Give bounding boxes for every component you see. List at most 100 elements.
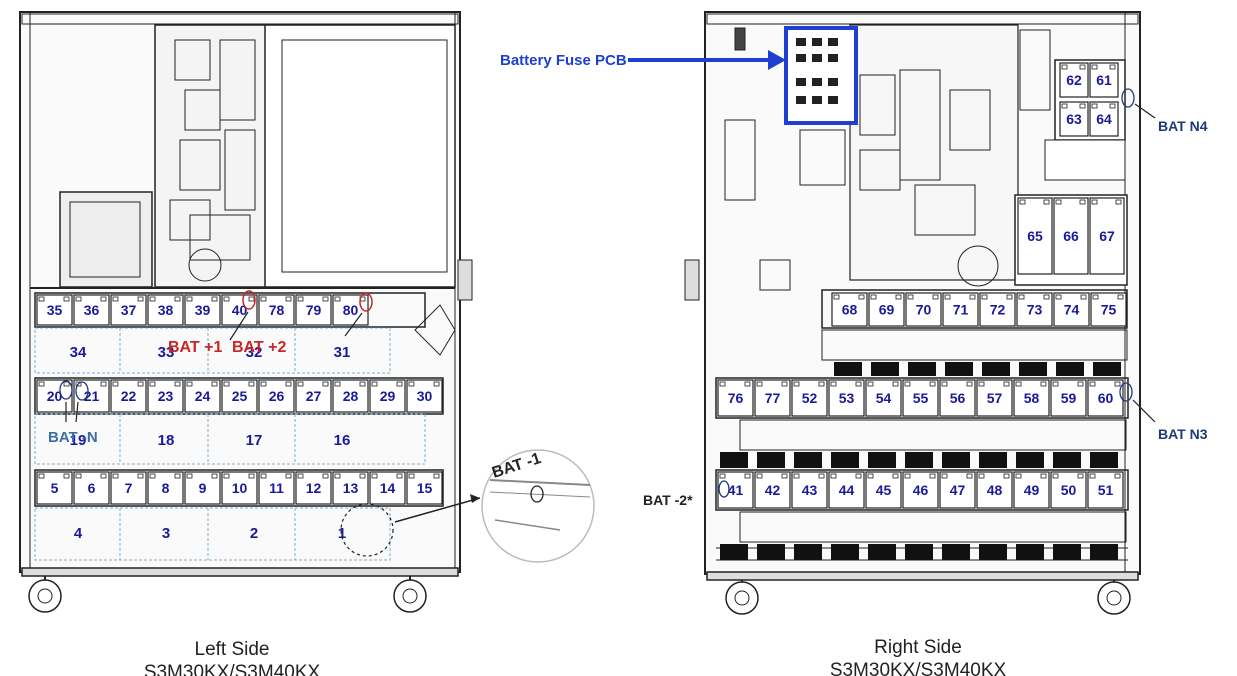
battery-terminal (793, 381, 800, 387)
battery-terminal (744, 381, 751, 387)
battery-terminal (334, 473, 341, 479)
battery-terminal (297, 473, 304, 479)
battery-terminal (112, 381, 119, 387)
battery-terminal (38, 296, 45, 302)
battery-number: 65 (1027, 228, 1043, 244)
battery-terminal (112, 473, 119, 479)
battery-cell (369, 379, 406, 413)
battery-terminal (1077, 473, 1084, 479)
tray-support (908, 362, 936, 376)
bat-n3-marker (1119, 382, 1133, 402)
battery-cell (258, 471, 295, 505)
battery-number: 18 (158, 432, 175, 449)
battery-terminal (969, 294, 976, 300)
battery-cell (1017, 197, 1053, 275)
battery-number: 39 (195, 302, 211, 318)
battery-number: 52 (802, 390, 818, 406)
battery-cell (295, 471, 332, 505)
battery-number: 77 (765, 390, 781, 406)
battery-terminal (719, 381, 726, 387)
tray-support (834, 362, 862, 376)
bat-minus-n-marker-a (59, 380, 73, 400)
tray-support (945, 362, 973, 376)
battery-cell (184, 294, 221, 326)
battery-terminal (932, 294, 939, 300)
battery-terminal (978, 381, 985, 387)
battery-cell (295, 379, 332, 413)
battery-number: 5 (51, 480, 59, 496)
bat-n3-label: BAT N3 (1158, 426, 1208, 442)
tray-support (905, 544, 933, 560)
battery-number: 68 (842, 302, 858, 318)
battery-number: 74 (1064, 302, 1080, 318)
battery-terminal (322, 473, 329, 479)
battery-terminal (907, 294, 914, 300)
battery-terminal (1040, 381, 1047, 387)
bat-plus-1-leader (229, 311, 249, 341)
battery-number: 66 (1063, 228, 1079, 244)
battery-terminal (1003, 473, 1010, 479)
battery-terminal (248, 473, 255, 479)
battery-terminal (211, 381, 218, 387)
battery-number: 70 (916, 302, 932, 318)
battery-number: 59 (1061, 390, 1077, 406)
battery-terminal (408, 473, 415, 479)
battery-number: 6 (88, 480, 96, 496)
battery-cell (258, 294, 295, 326)
battery-terminal (223, 473, 230, 479)
battery-cell (221, 471, 258, 505)
battery-number: 43 (802, 482, 818, 498)
battery-number: 60 (1098, 390, 1114, 406)
bat-plus-2-leader (344, 312, 363, 337)
battery-number: 13 (343, 480, 359, 496)
battery-cell (110, 294, 147, 326)
bat-minus-2-label: BAT -2* (643, 492, 693, 508)
tray-support (757, 452, 785, 468)
right-side-caption: Right Side (874, 637, 962, 658)
battery-terminal (63, 381, 70, 387)
tray-support (1056, 362, 1084, 376)
battery-terminal (941, 473, 948, 479)
battery-cell (36, 471, 73, 505)
tray-support (720, 452, 748, 468)
battery-number: 32 (246, 344, 263, 361)
tray-support (757, 544, 785, 560)
battery-number: 55 (913, 390, 929, 406)
tray-support (794, 452, 822, 468)
battery-terminal (211, 296, 218, 302)
battery-number: 44 (839, 482, 855, 498)
battery-terminal (1055, 199, 1062, 205)
battery-terminal (186, 296, 193, 302)
battery-terminal (1114, 381, 1121, 387)
battery-number: 28 (343, 388, 359, 404)
battery-terminal (75, 381, 82, 387)
battery-cell (1016, 292, 1053, 327)
battery-terminal (223, 296, 230, 302)
tray-support (1090, 452, 1118, 468)
tray-support (942, 452, 970, 468)
bat-plus-1-marker (242, 290, 256, 310)
battery-cell (295, 294, 332, 326)
battery-number: 61 (1096, 72, 1112, 88)
battery-number: 69 (879, 302, 895, 318)
battery-terminal (371, 381, 378, 387)
battery-number: 14 (380, 480, 396, 496)
battery-terminal (149, 473, 156, 479)
battery-terminal (38, 381, 45, 387)
battery-number: 10 (232, 480, 248, 496)
battery-terminal (334, 296, 341, 302)
battery-number: 3 (162, 525, 170, 542)
bat-minus-2-marker (718, 480, 730, 498)
battery-terminal (248, 381, 255, 387)
battery-number: 79 (306, 302, 322, 318)
battery-terminal (396, 381, 403, 387)
battery-number: 40 (232, 302, 248, 318)
battery-cell (1089, 197, 1125, 275)
battery-terminal (1043, 294, 1050, 300)
battery-terminal (818, 381, 825, 387)
battery-terminal (892, 473, 899, 479)
battery-cell (73, 294, 110, 326)
battery-terminal (1080, 294, 1087, 300)
battery-terminal (1117, 294, 1124, 300)
